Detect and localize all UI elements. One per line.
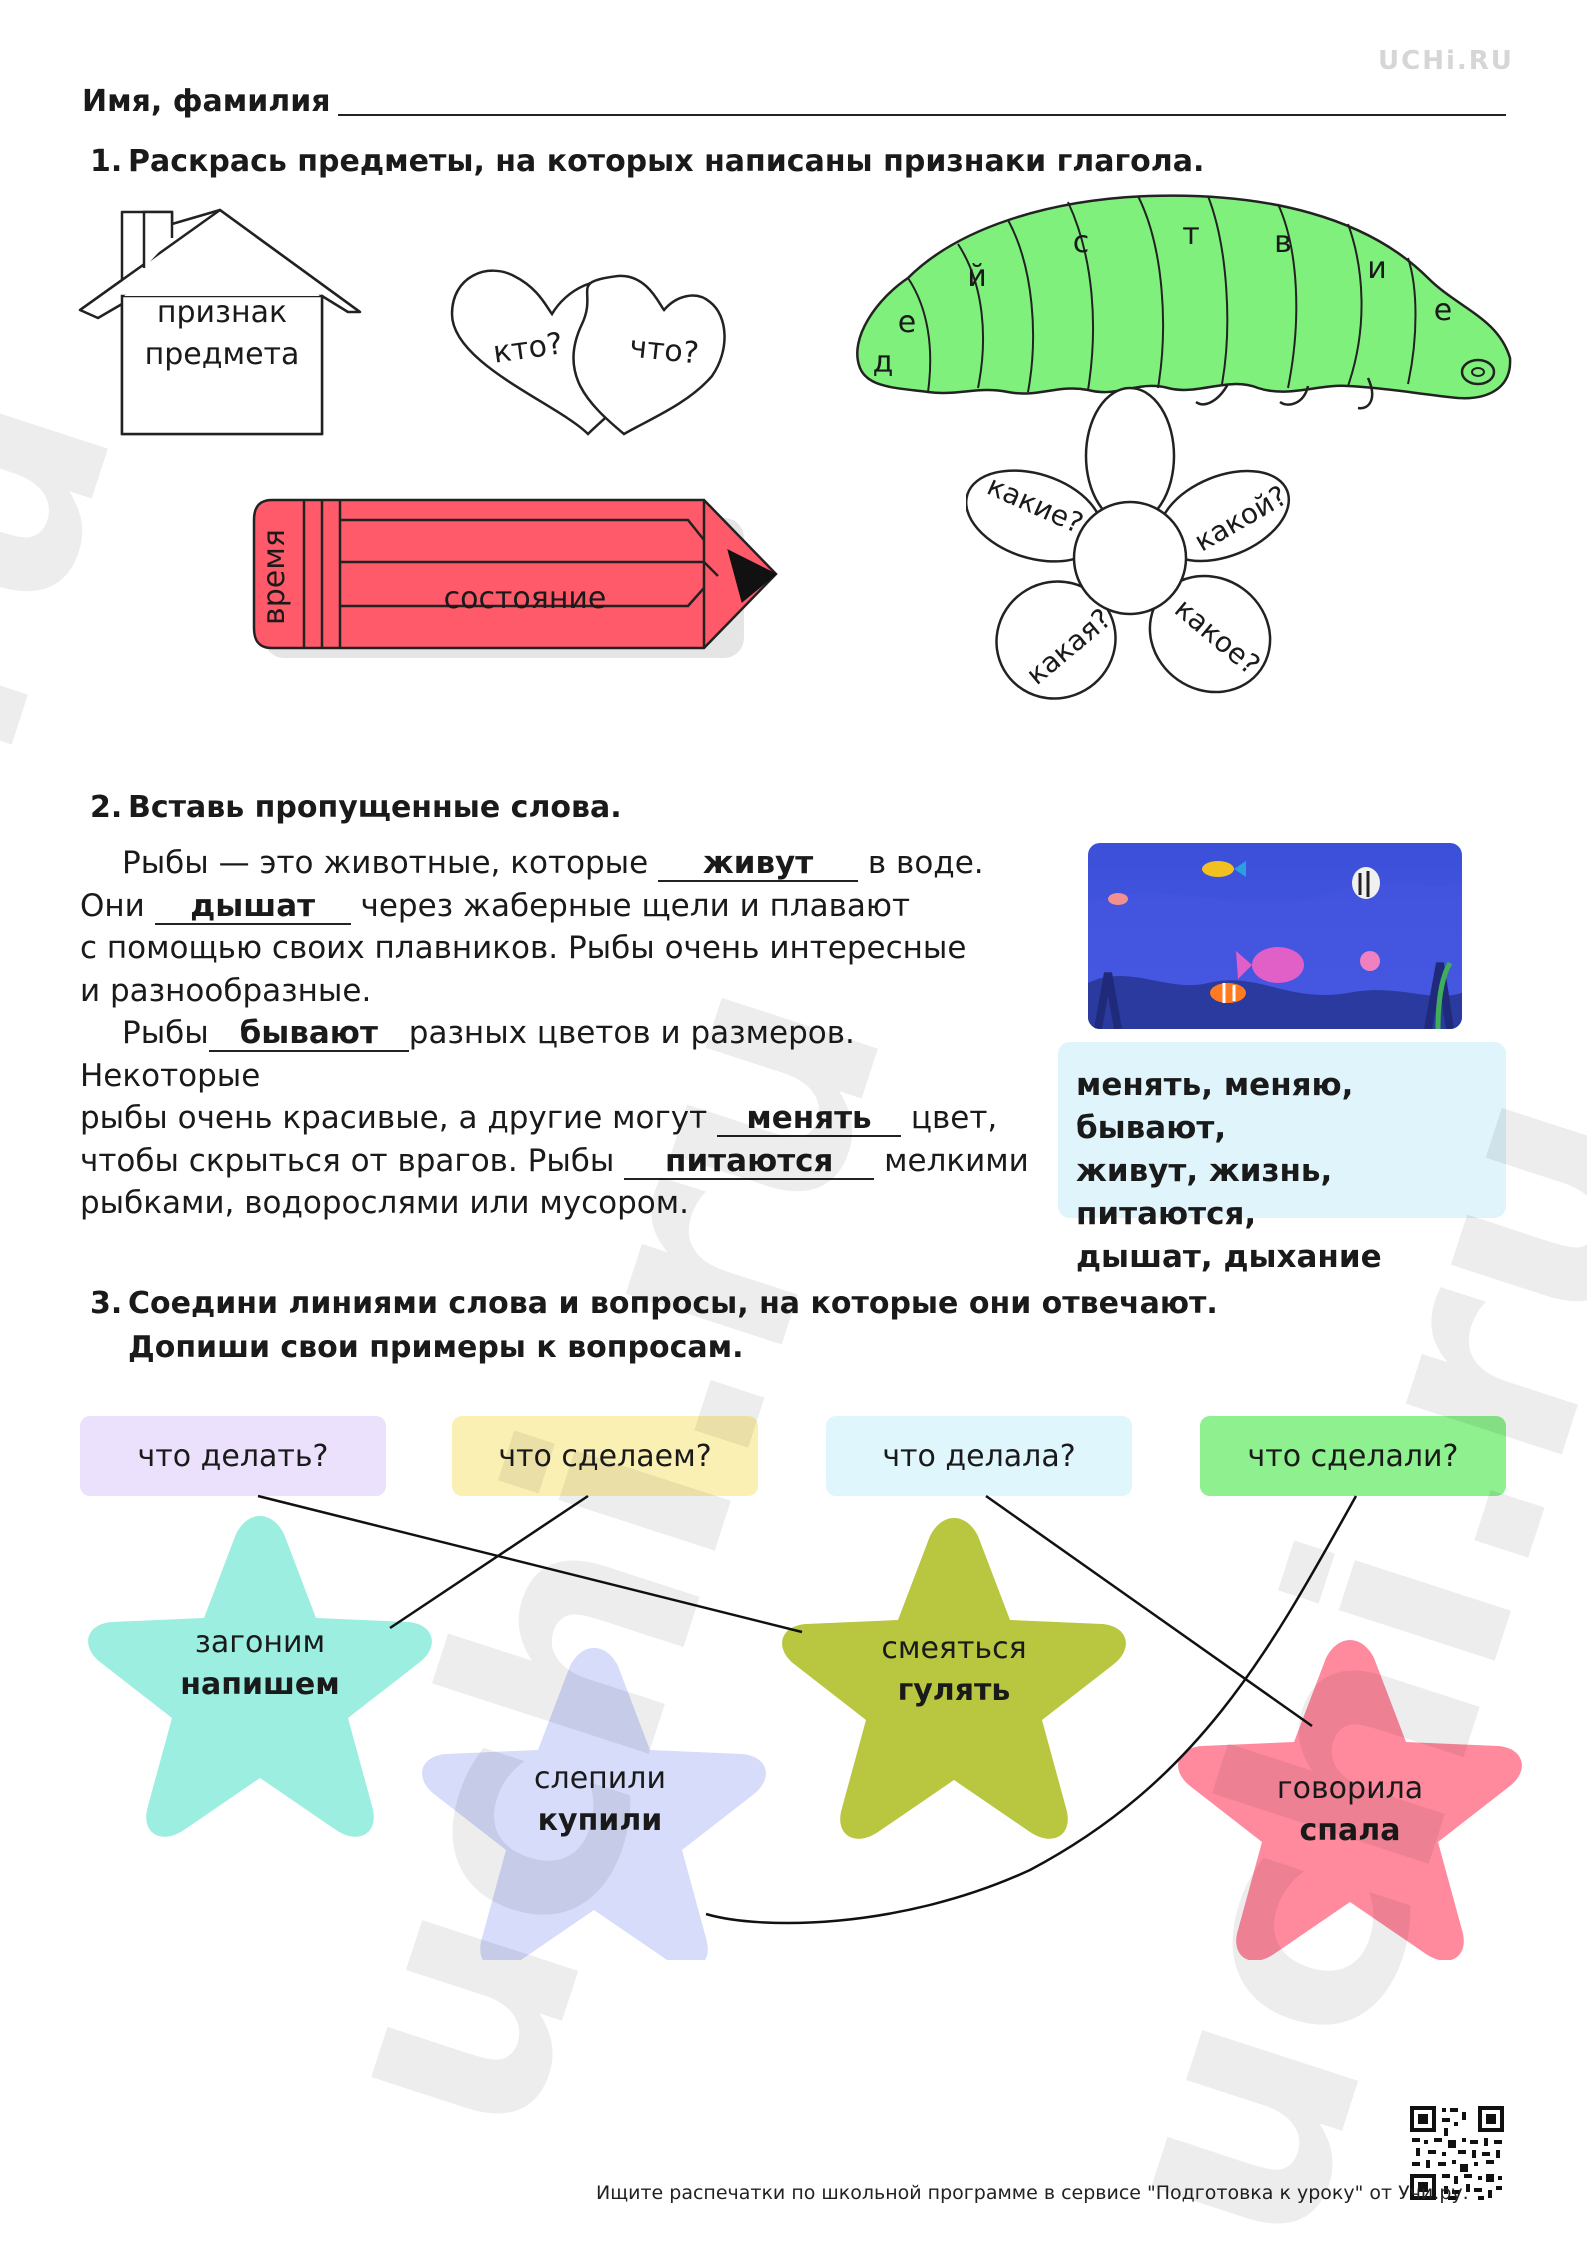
question-box-chto-sdelaem[interactable]: что сделаем? bbox=[452, 1416, 758, 1496]
cat-letter-4: с bbox=[1072, 225, 1090, 260]
stars-layer bbox=[88, 1516, 1522, 1960]
blank-5[interactable]: питаются bbox=[624, 1144, 875, 1180]
star-1-text: загоним напишем bbox=[130, 1622, 390, 1706]
story-text: Они bbox=[80, 887, 145, 924]
blank-3[interactable]: бывают bbox=[208, 1016, 409, 1052]
story-text: Рыбы bbox=[122, 1015, 209, 1051]
task3-title-line1: Соедини линиями слова и вопросы, на кото… bbox=[128, 1286, 1218, 1321]
star-4-text: говорила спала bbox=[1220, 1768, 1480, 1852]
star-2 bbox=[422, 1648, 766, 1960]
brand-logo: UCHi.RU bbox=[1378, 46, 1514, 76]
question-box-chto-sdelali[interactable]: что сделали? bbox=[1200, 1416, 1506, 1496]
house-outline bbox=[79, 208, 361, 436]
fish-yellow-icon bbox=[1202, 861, 1234, 877]
heart-right bbox=[572, 274, 726, 436]
fish-story: Рыбы — это животные, которые живут в вод… bbox=[80, 842, 1040, 1225]
fish-angel-icon bbox=[1352, 867, 1380, 899]
house-text: признак предмета bbox=[122, 292, 322, 376]
fish-small-icon bbox=[1108, 893, 1128, 905]
question-box-chto-delala[interactable]: что делала? bbox=[826, 1416, 1132, 1496]
cat-letter-3: й bbox=[967, 259, 987, 294]
name-input-line[interactable] bbox=[338, 114, 1506, 116]
star-4-word: говорила bbox=[1276, 1771, 1424, 1806]
story-text: с помощью своих плавников. Рыбы очень ин… bbox=[80, 930, 967, 966]
task3-title: 3.Соедини линиями слова и вопросы, на ко… bbox=[90, 1282, 1218, 1370]
word-bank-line3: дышат, дыхание bbox=[1076, 1239, 1382, 1275]
pencil-side-label: время bbox=[257, 529, 292, 625]
star-1-example: напишем bbox=[180, 1667, 340, 1702]
pencil-body bbox=[252, 498, 778, 650]
star-3 bbox=[782, 1518, 1126, 1839]
cat-letter-7: и bbox=[1367, 251, 1387, 286]
fish-puffer-icon bbox=[1360, 951, 1380, 971]
line-chto-sdelali-to-kupili bbox=[705, 1495, 1358, 1925]
word-bank-line1: менять, меняю, бывают, bbox=[1076, 1067, 1354, 1146]
cat-letter-5: т bbox=[1182, 217, 1200, 252]
name-label: Имя, фамилия bbox=[82, 84, 331, 119]
task2-number: 2. bbox=[90, 790, 123, 825]
task1-number: 1. bbox=[90, 144, 123, 179]
task2-title-text: Вставь пропущенные слова. bbox=[128, 790, 622, 825]
word-bank: менять, меняю, бывают, живут, жизнь, пит… bbox=[1058, 1042, 1506, 1275]
flower-center bbox=[1072, 500, 1188, 616]
story-text: чтобы скрыться от врагов. Рыбы bbox=[80, 1142, 615, 1179]
star-4 bbox=[1178, 1640, 1522, 1960]
blank-1[interactable]: живут bbox=[658, 846, 859, 882]
blank-2[interactable]: дышат bbox=[154, 889, 351, 925]
line-chto-sdelaem-to-napishem bbox=[389, 1494, 589, 1630]
flower-figure[interactable] bbox=[966, 386, 1294, 716]
house-line2: предмета bbox=[144, 337, 300, 372]
story-text: цвет, bbox=[910, 1100, 998, 1136]
cat-letter-2: е bbox=[897, 305, 917, 340]
star-1-word: загоним bbox=[194, 1625, 326, 1660]
footer-text: Ищите распечатки по школьной программе в… bbox=[596, 2182, 1469, 2204]
pencil-figure[interactable] bbox=[248, 496, 780, 666]
aquarium-image bbox=[1088, 843, 1462, 1029]
story-text: рыбы очень красивые, а другие могут bbox=[80, 1100, 708, 1136]
star-2-text: слепили купили bbox=[470, 1758, 730, 1842]
story-text: мелкими bbox=[884, 1142, 1029, 1179]
word-bank-line2: живут, жизнь, питаются, bbox=[1076, 1153, 1333, 1232]
task1-title: 1.Раскрась предметы, на которых написаны… bbox=[90, 140, 1204, 184]
story-text: в воде. bbox=[867, 845, 984, 881]
star-3-text: смеяться гулять bbox=[824, 1628, 1084, 1712]
star-1 bbox=[88, 1516, 432, 1837]
qr-code-icon bbox=[1408, 2104, 1506, 2202]
cat-letter-8: е bbox=[1433, 293, 1453, 328]
story-text: разных цветов и размеров. Некоторые bbox=[80, 1015, 855, 1094]
story-text: через жаберные щели и плавают bbox=[360, 887, 911, 924]
task3-number: 3. bbox=[90, 1286, 123, 1321]
star-2-word: слепили bbox=[534, 1761, 666, 1796]
house-line1: признак bbox=[156, 295, 288, 330]
fish-pink-icon bbox=[1252, 947, 1304, 983]
caterpillar-figure[interactable] bbox=[848, 188, 1514, 410]
story-text: и разнообразные. bbox=[80, 972, 372, 1009]
star-3-word: смеяться bbox=[881, 1631, 1027, 1666]
fish-clown-icon bbox=[1210, 983, 1246, 1003]
pencil-body-label: состояние bbox=[443, 581, 607, 616]
cat-letter-1: д bbox=[872, 345, 894, 380]
story-text: Рыбы — это животные, которые bbox=[122, 845, 649, 881]
story-text: рыбками, водорослями или мусором. bbox=[80, 1185, 689, 1221]
blank-4[interactable]: менять bbox=[717, 1101, 902, 1137]
task3-title-line2: Допиши свои примеры к вопросам. bbox=[128, 1330, 744, 1365]
task2-title: 2.Вставь пропущенные слова. bbox=[90, 786, 622, 830]
connection-lines bbox=[257, 1494, 1358, 1925]
line-chto-delat-to-gulyat bbox=[257, 1494, 803, 1634]
star-2-example: купили bbox=[537, 1803, 663, 1838]
cat-letter-6: в bbox=[1274, 225, 1292, 260]
hearts-figure[interactable] bbox=[448, 254, 732, 438]
question-box-chto-delat[interactable]: что делать? bbox=[80, 1416, 386, 1496]
star-4-example: спала bbox=[1299, 1813, 1401, 1848]
line-chto-delala-to-govorila bbox=[985, 1494, 1313, 1728]
star-3-example: гулять bbox=[897, 1673, 1011, 1708]
task1-title-text: Раскрась предметы, на которых написаны п… bbox=[128, 144, 1205, 179]
caterpillar-eye bbox=[1460, 358, 1496, 386]
